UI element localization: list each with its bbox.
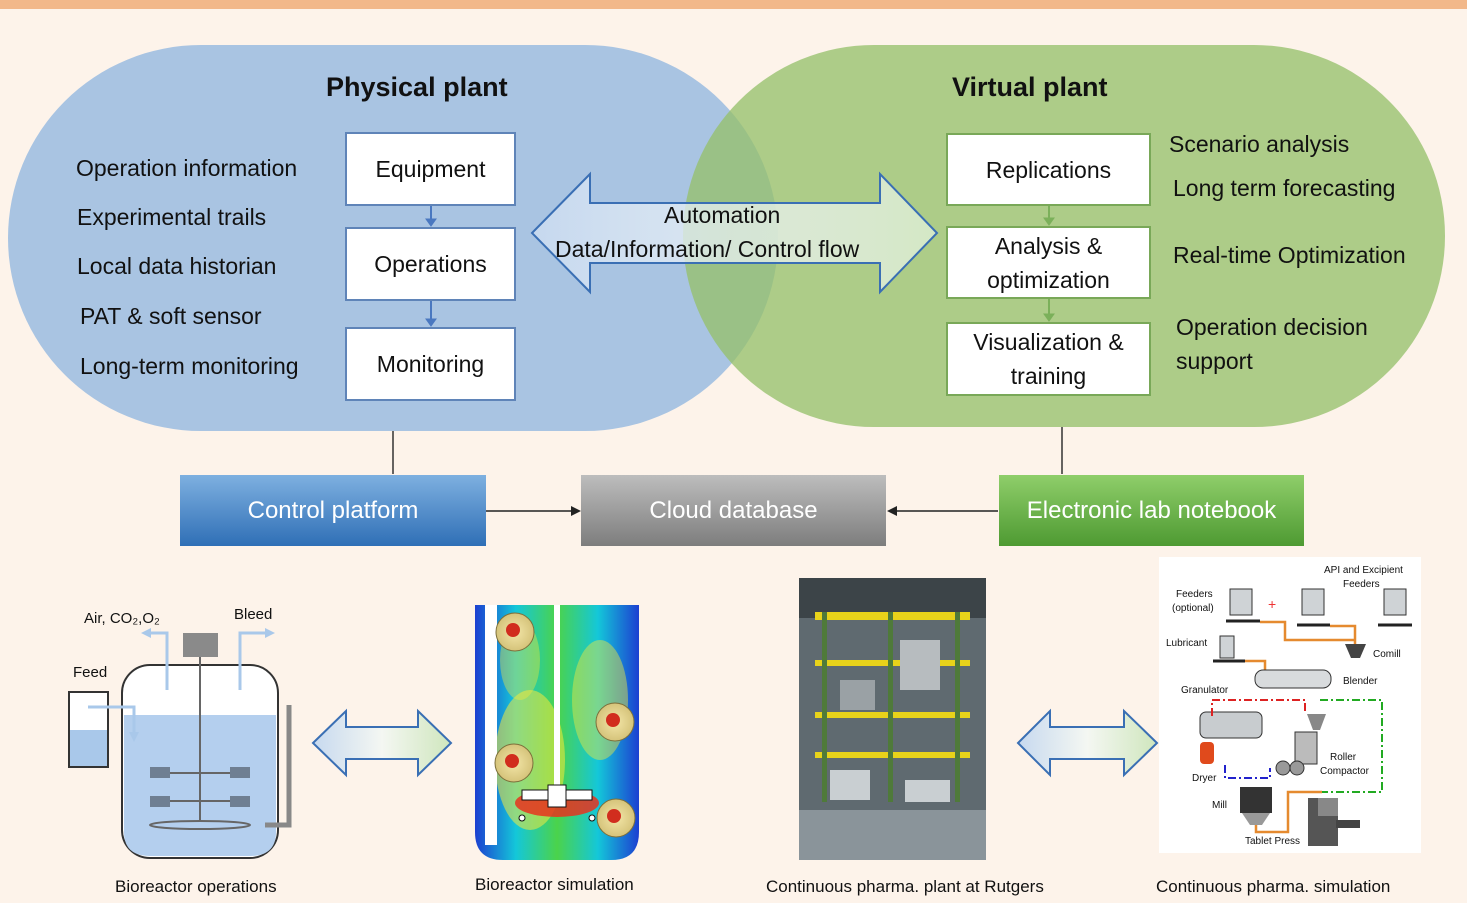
caption-pharma-simulation: Continuous pharma. simulation xyxy=(1156,877,1391,896)
top-accent-line xyxy=(0,0,1467,9)
data-flow-label: Data/Information/ Control flow xyxy=(555,236,860,262)
flowsheet-compactor-label: Compactor xyxy=(1320,766,1369,777)
virtual-item-long-term-forecasting: Long term forecasting xyxy=(1173,175,1396,201)
analysis-optimization-box: Analysis & optimization xyxy=(946,226,1151,299)
physical-item-local-data-historian: Local data historian xyxy=(77,253,277,279)
virtual-item-operation-decision-support: Operation decision support xyxy=(1176,314,1368,374)
pharma-plant-photo xyxy=(799,578,986,860)
flowsheet-blender-label: Blender xyxy=(1343,676,1378,687)
flowsheet-tablet-press-label: Tablet Press xyxy=(1245,836,1301,847)
flowsheet-api-feeders-label: Feeders xyxy=(1343,579,1380,590)
virtual-flow-arrows xyxy=(1043,206,1055,322)
physical-item-operation-information: Operation information xyxy=(76,155,298,181)
flowsheet-comill-label: Comill xyxy=(1373,649,1401,660)
flowsheet-mill-label: Mill xyxy=(1212,800,1227,811)
caption-bioreactor-simulation: Bioreactor simulation xyxy=(475,875,634,894)
flowsheet-dryer-label: Dryer xyxy=(1192,773,1217,784)
notebook-to-cloud-arrow xyxy=(887,506,998,516)
cloud-database-box: Cloud database xyxy=(581,475,886,546)
bioreactor-diagram xyxy=(68,628,292,859)
flowsheet-feeders-label: Feeders xyxy=(1176,589,1213,600)
bioreactor-double-arrow xyxy=(311,708,453,778)
replications-box: Replications xyxy=(946,133,1151,206)
flowsheet-granulator-label: Granulator xyxy=(1181,685,1229,696)
flowsheet-roller-label: Roller xyxy=(1330,752,1357,763)
virtual-item-real-time-optimization: Real-time Optimization xyxy=(1173,242,1406,268)
control-platform-box: Control platform xyxy=(180,475,486,546)
flowsheet-api-label: API and Excipient xyxy=(1324,565,1403,576)
air-co2-o2-label: Air, CO₂,O₂ xyxy=(84,610,160,627)
operations-box: Operations xyxy=(345,227,516,301)
control-to-cloud-arrow xyxy=(486,506,581,516)
bleed-label: Bleed xyxy=(234,606,273,623)
physical-flow-arrows xyxy=(425,206,437,327)
virtual-item-scenario-analysis: Scenario analysis xyxy=(1169,131,1350,157)
pharma-flowsheet-diagram: + xyxy=(1159,557,1421,853)
flowsheet-lubricant-label: Lubricant xyxy=(1166,638,1208,649)
physical-item-experimental-trails: Experimental trails xyxy=(77,204,267,230)
physical-item-pat-soft-sensor: PAT & soft sensor xyxy=(80,303,262,329)
automation-double-arrow xyxy=(530,171,939,295)
caption-pharma-plant: Continuous pharma. plant at Rutgers xyxy=(766,877,1044,896)
pharma-double-arrow xyxy=(1016,708,1159,778)
physical-plant-title: Physical plant xyxy=(326,72,508,102)
feed-label: Feed xyxy=(73,664,108,681)
monitoring-box: Monitoring xyxy=(345,327,516,401)
svg-text:+: + xyxy=(1268,596,1276,612)
bioreactor-simulation-image xyxy=(475,605,639,860)
equipment-box: Equipment xyxy=(345,132,516,206)
automation-label: Automation xyxy=(664,202,781,228)
electronic-lab-notebook-box: Electronic lab notebook xyxy=(999,475,1304,546)
caption-bioreactor-operations: Bioreactor operations xyxy=(115,877,277,896)
flowsheet-optional-label: (optional) xyxy=(1172,603,1214,614)
visualization-training-box: Visualization & training xyxy=(946,322,1151,396)
virtual-plant-title: Virtual plant xyxy=(952,72,1108,102)
physical-item-long-term-monitoring: Long-term monitoring xyxy=(80,353,299,379)
